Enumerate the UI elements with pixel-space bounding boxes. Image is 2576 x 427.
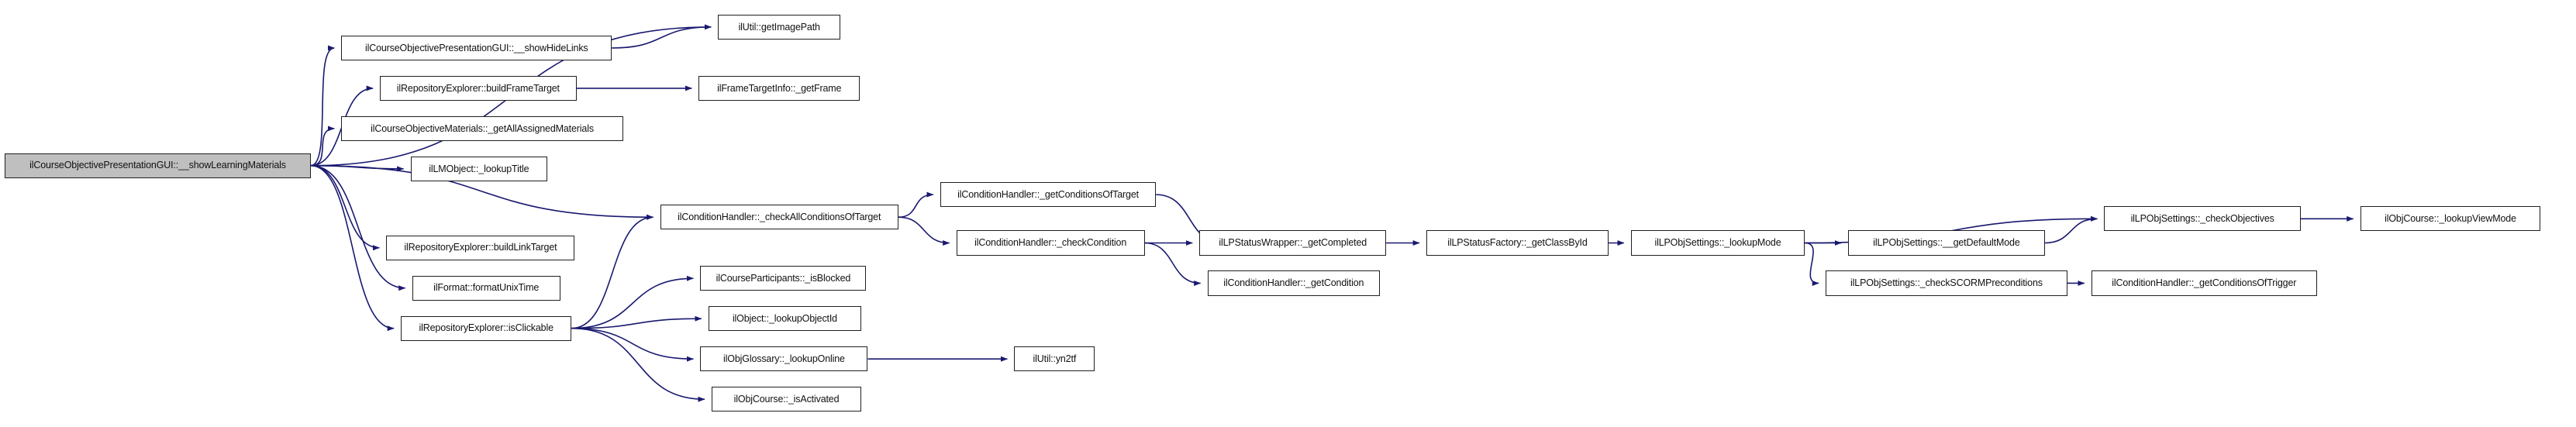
graph-edge bbox=[898, 216, 950, 246]
graph-edge bbox=[310, 126, 335, 167]
graph-node[interactable]: ilCourseObjectiveMaterials::_getAllAssig… bbox=[341, 115, 623, 142]
graph-edge bbox=[898, 191, 934, 219]
graph-node[interactable]: ilUtil::getImagePath bbox=[718, 14, 841, 40]
graph-node[interactable]: ilObject::_lookupObjectId bbox=[708, 306, 862, 332]
graph-edge bbox=[571, 275, 694, 329]
graph-node[interactable]: ilLMObject::_lookupTitle bbox=[410, 156, 548, 182]
graph-node[interactable]: ilLPStatusFactory::_getClassById bbox=[1426, 230, 1609, 256]
graph-edge bbox=[1805, 242, 1819, 286]
graph-node[interactable]: ilLPObjSettings::_checkSCORMPrecondition… bbox=[1826, 270, 2067, 296]
graph-edge bbox=[571, 327, 694, 362]
graph-edge bbox=[2044, 215, 2098, 244]
graph-edge bbox=[571, 315, 702, 329]
graph-node[interactable]: ilConditionHandler::_getConditionsOfTrig… bbox=[2091, 270, 2317, 296]
graph-edge bbox=[310, 164, 406, 291]
graph-node[interactable]: ilCourseObjectivePresentationGUI::__show… bbox=[341, 35, 612, 61]
graph-node[interactable]: ilLPObjSettings::__getDefaultMode bbox=[1848, 230, 2045, 256]
graph-edge bbox=[571, 327, 705, 402]
graph-edge bbox=[310, 164, 380, 251]
graph-edge bbox=[612, 24, 712, 49]
graph-node[interactable]: ilLPObjSettings::_lookupMode bbox=[1630, 230, 1805, 256]
graph-node[interactable]: ilRepositoryExplorer::buildFrameTarget bbox=[380, 75, 577, 102]
graph-node[interactable]: ilFrameTargetInfo::_getFrame bbox=[698, 75, 860, 102]
graph-edge bbox=[571, 214, 654, 329]
graph-node[interactable]: ilRepositoryExplorer::buildLinkTarget bbox=[386, 235, 575, 260]
graph-node-root[interactable]: ilCourseObjectivePresentationGUI::__show… bbox=[5, 153, 311, 178]
graph-edge bbox=[1144, 242, 1202, 286]
graph-node[interactable]: ilObjCourse::_lookupViewMode bbox=[2360, 206, 2541, 232]
graph-node[interactable]: ilConditionHandler::_getConditionsOfTarg… bbox=[940, 181, 1157, 208]
graph-node[interactable]: ilObjCourse::_isActivated bbox=[711, 387, 862, 412]
graph-node[interactable]: ilLPStatusWrapper::_getCompleted bbox=[1199, 230, 1387, 256]
graph-node[interactable]: ilConditionHandler::_checkCondition bbox=[956, 230, 1145, 256]
graph-edge bbox=[310, 164, 405, 172]
graph-edge bbox=[310, 45, 335, 167]
graph-node[interactable]: ilConditionHandler::_getCondition bbox=[1207, 270, 1380, 296]
graph-node[interactable]: ilRepositoryExplorer::isClickable bbox=[401, 315, 572, 341]
graph-node[interactable]: ilFormat::formatUnixTime bbox=[412, 275, 560, 301]
graph-node[interactable]: ilConditionHandler::_checkAllConditionsO… bbox=[660, 205, 898, 230]
graph-node[interactable]: ilLPObjSettings::_checkObjectives bbox=[2104, 206, 2301, 232]
graph-edge bbox=[310, 164, 395, 332]
graph-node[interactable]: ilObjGlossary::_lookupOnline bbox=[700, 346, 868, 372]
graph-node[interactable]: ilCourseParticipants::_isBlocked bbox=[700, 266, 867, 291]
graph-node[interactable]: ilUtil::yn2tf bbox=[1014, 346, 1095, 372]
